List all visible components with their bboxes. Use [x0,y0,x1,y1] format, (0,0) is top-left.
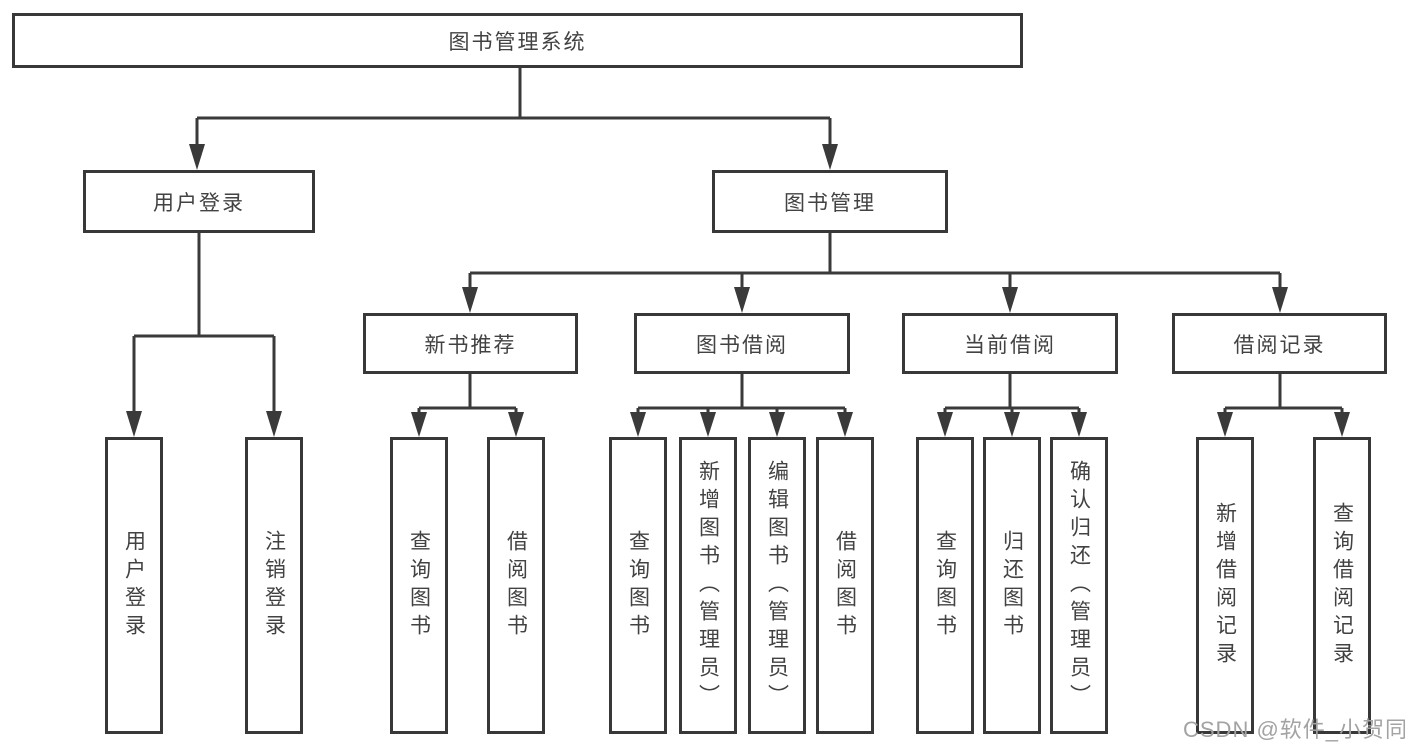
leaf-add-book-admin-label: 新增图书（管理员） [696,459,720,712]
leaf-confirm-return-admin-label: 确认归还（管理员） [1067,459,1091,712]
node-user-login: 用户登录 [83,170,315,233]
leaf-add-borrow-record-label: 新增借阅记录 [1213,501,1237,670]
connector-new-book-recommend [411,372,524,437]
node-library-management-system-label: 图书管理系统 [448,30,587,54]
leaf-edit-book-admin-label: 编辑图书（管理员） [765,459,789,712]
leaf-user-login: 用户登录 [105,437,163,734]
leaf-borrow-books-borrow-label: 借阅图书 [833,529,857,642]
watermark: CSDN @软件_小贺同学 [1183,717,1405,742]
leaf-add-book-admin: 新增图书（管理员） [679,437,737,734]
node-book-borrow-label: 图书借阅 [696,333,788,357]
leaf-borrow-books-recommend: 借阅图书 [487,437,545,734]
leaf-return-books: 归还图书 [983,437,1041,734]
leaf-confirm-return-admin: 确认归还（管理员） [1050,437,1108,734]
connector-borrow-records [1217,372,1350,437]
leaf-logout: 注销登录 [245,437,303,734]
leaf-query-books-recommend: 查询图书 [390,437,448,734]
leaf-borrow-books-borrow: 借阅图书 [816,437,874,734]
node-borrow-records-label: 借阅记录 [1233,333,1326,357]
leaf-query-books-current-label: 查询图书 [933,529,957,642]
leaf-query-borrow-record: 查询借阅记录 [1313,437,1371,734]
leaf-user-login-label: 用户登录 [122,529,146,642]
connector-current-borrow [937,372,1087,437]
node-new-book-recommend: 新书推荐 [363,313,578,374]
node-library-management-system: 图书管理系统 [12,13,1023,68]
leaf-return-books-label: 归还图书 [1000,529,1024,642]
leaf-query-books-current: 查询图书 [916,437,974,734]
connector-user-login [126,231,282,437]
node-user-login-label: 用户登录 [153,191,245,215]
leaf-query-books-borrow: 查询图书 [609,437,667,734]
leaf-query-borrow-record-label: 查询借阅记录 [1330,501,1354,670]
node-current-borrow: 当前借阅 [902,313,1118,374]
node-current-borrow-label: 当前借阅 [964,333,1056,357]
node-new-book-recommend-label: 新书推荐 [424,333,517,357]
connector-root [189,66,838,170]
connector-book-borrow [630,372,853,437]
connector-book-management [462,231,1288,313]
node-borrow-records: 借阅记录 [1172,313,1387,374]
leaf-logout-label: 注销登录 [262,529,286,642]
leaf-borrow-books-recommend-label: 借阅图书 [504,529,528,642]
leaf-add-borrow-record: 新增借阅记录 [1196,437,1254,734]
node-book-management-label: 图书管理 [784,191,876,215]
node-book-management: 图书管理 [712,170,948,233]
node-book-borrow: 图书借阅 [634,313,850,374]
leaf-query-books-borrow-label: 查询图书 [626,529,650,642]
leaf-query-books-recommend-label: 查询图书 [407,529,431,642]
leaf-edit-book-admin: 编辑图书（管理员） [748,437,806,734]
